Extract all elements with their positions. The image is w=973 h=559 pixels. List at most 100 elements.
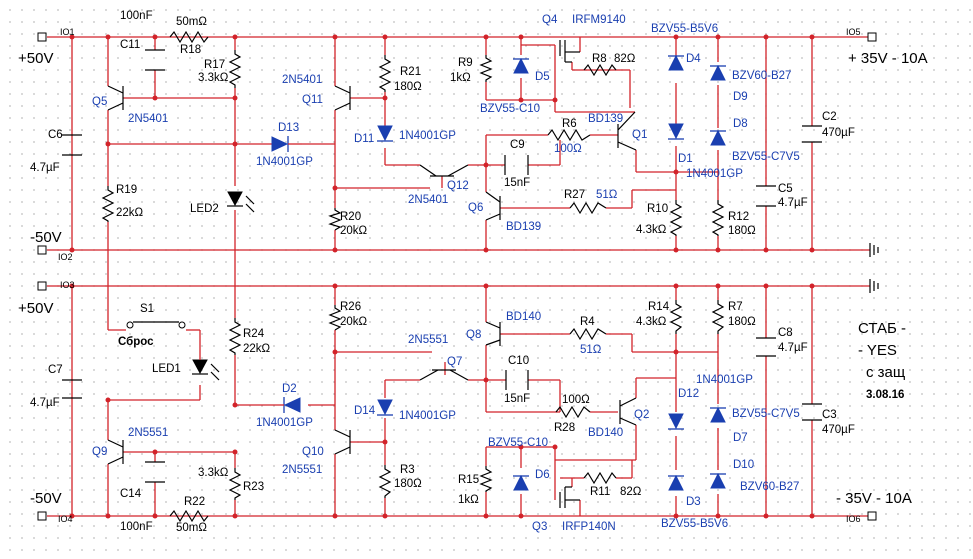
- d14-ref: D14: [354, 405, 376, 417]
- c6-ref: C6: [48, 129, 63, 141]
- r12-ref: R12: [728, 211, 749, 223]
- c7-symbol: [62, 379, 82, 399]
- d6-part: BZV55-C10: [488, 437, 548, 449]
- c3-ref: C3: [822, 409, 837, 421]
- q6-part: BD139: [506, 221, 541, 233]
- r7-symbol: [711, 300, 725, 334]
- c2-ref: C2: [822, 111, 837, 123]
- r8-value: 82Ω: [614, 53, 636, 65]
- d7-ref: D7: [733, 432, 748, 444]
- labels: IO1 IO2 IO3 IO4 IO5 IO6 +50V -50V +50V -…: [18, 10, 928, 534]
- r24-value: 22kΩ: [243, 343, 271, 355]
- d8-part: BZV55-C7V5: [732, 151, 800, 163]
- d5-symbol: [513, 57, 529, 74]
- note-line-3: с защ: [866, 364, 905, 381]
- r9-symbol: [479, 55, 493, 82]
- r19-ref: R19: [116, 184, 137, 196]
- r14-value: 4.3kΩ: [636, 316, 667, 328]
- c3-value: 470µF: [822, 424, 855, 436]
- r20-value: 20kΩ: [340, 225, 368, 237]
- wires: [47, 36, 870, 517]
- led1-ref: LED1: [152, 363, 181, 375]
- io3-label: IO3: [60, 280, 75, 290]
- d12-ref: D12: [678, 388, 699, 400]
- r11-value: 82Ω: [620, 486, 642, 498]
- d1-ref: D1: [678, 153, 693, 165]
- r18-ref: R18: [180, 44, 201, 56]
- c10-ref: C10: [508, 355, 529, 367]
- q10-ref: Q10: [302, 446, 324, 458]
- r23-symbol: [228, 468, 242, 500]
- r23-value: 3.3kΩ: [198, 467, 229, 479]
- c14-value: 100nF: [120, 521, 153, 533]
- d4-ref: D4: [686, 53, 701, 65]
- led1-symbol: [192, 345, 220, 381]
- q6-ref: Q6: [468, 202, 483, 214]
- ground-symbol-bottom: [869, 279, 879, 293]
- r28-value: 100Ω: [562, 394, 590, 406]
- io1-label: IO1: [60, 27, 75, 37]
- r26-value: 20kΩ: [340, 316, 368, 328]
- r12-symbol: [711, 200, 725, 236]
- r3-value: 180Ω: [394, 478, 422, 490]
- d6-symbol: [513, 474, 529, 491]
- io4-label: IO4: [58, 514, 73, 524]
- r19-symbol: [101, 186, 115, 222]
- note-date: 3.08.16: [866, 389, 904, 401]
- r10-symbol: [669, 200, 683, 236]
- r12-value: 180Ω: [728, 225, 756, 237]
- io5-label: IO5: [846, 27, 861, 37]
- io6-label: IO6: [846, 514, 861, 524]
- s1-label: Сброс: [118, 336, 154, 348]
- r8-ref: R8: [592, 53, 607, 65]
- r28-ref: R28: [554, 422, 575, 434]
- r3-ref: R3: [400, 464, 415, 476]
- d13-ref: D13: [278, 122, 299, 134]
- q11-ref: Q11: [302, 94, 323, 106]
- q2-part: BD140: [588, 427, 623, 439]
- q12-symbol: [419, 164, 469, 177]
- s1-switch: [126, 321, 186, 329]
- d5-ref: D5: [535, 71, 550, 83]
- d4-symbol: [668, 54, 684, 71]
- r15-symbol: [479, 466, 493, 492]
- q5-symbol: [107, 85, 124, 111]
- capacitors: [62, 49, 822, 483]
- q10-symbol: [334, 429, 351, 455]
- c10-symbol: [505, 370, 529, 390]
- r22-value: 50mΩ: [176, 522, 207, 534]
- r18-value: 50mΩ: [176, 16, 207, 28]
- io4-terminal: [37, 511, 47, 521]
- d1-symbol: [668, 123, 684, 140]
- r14-ref: R14: [648, 301, 670, 313]
- led2-ref: LED2: [190, 203, 219, 215]
- output-negative-label: - 35V - 10A: [836, 490, 912, 507]
- io2-terminal: [37, 245, 47, 255]
- r14-symbol: [669, 300, 683, 334]
- d10-symbol: [710, 472, 726, 489]
- q6-symbol: [485, 191, 501, 221]
- r15-ref: R15: [458, 474, 479, 486]
- rail-plus50-bottom: +50V: [18, 300, 53, 317]
- r21-ref: R21: [400, 66, 421, 78]
- io-terminals: [37, 32, 879, 521]
- d4-part: BZV55-B5V6: [651, 23, 718, 35]
- c8-ref: C8: [778, 327, 793, 339]
- r6-ref: R6: [562, 118, 577, 130]
- d11-ref: D11: [354, 133, 374, 145]
- io1-terminal: [37, 32, 47, 42]
- q9-ref: Q9: [92, 446, 107, 458]
- r26-symbol: [328, 305, 342, 331]
- q1-symbol: [617, 111, 637, 151]
- r8-symbol: [583, 63, 617, 77]
- c5-ref: C5: [778, 183, 793, 195]
- d9-symbol: [710, 64, 726, 81]
- c3-symbol: [802, 403, 822, 421]
- note-line-1: СТАБ -: [858, 320, 906, 337]
- d3-part: BZV55-B5V6: [661, 518, 728, 530]
- r26-ref: R26: [340, 301, 361, 313]
- q9-part: 2N5551: [128, 427, 168, 439]
- diodes: [126, 54, 726, 491]
- q7-ref: Q7: [447, 356, 462, 368]
- c11-ref: C11: [120, 39, 140, 51]
